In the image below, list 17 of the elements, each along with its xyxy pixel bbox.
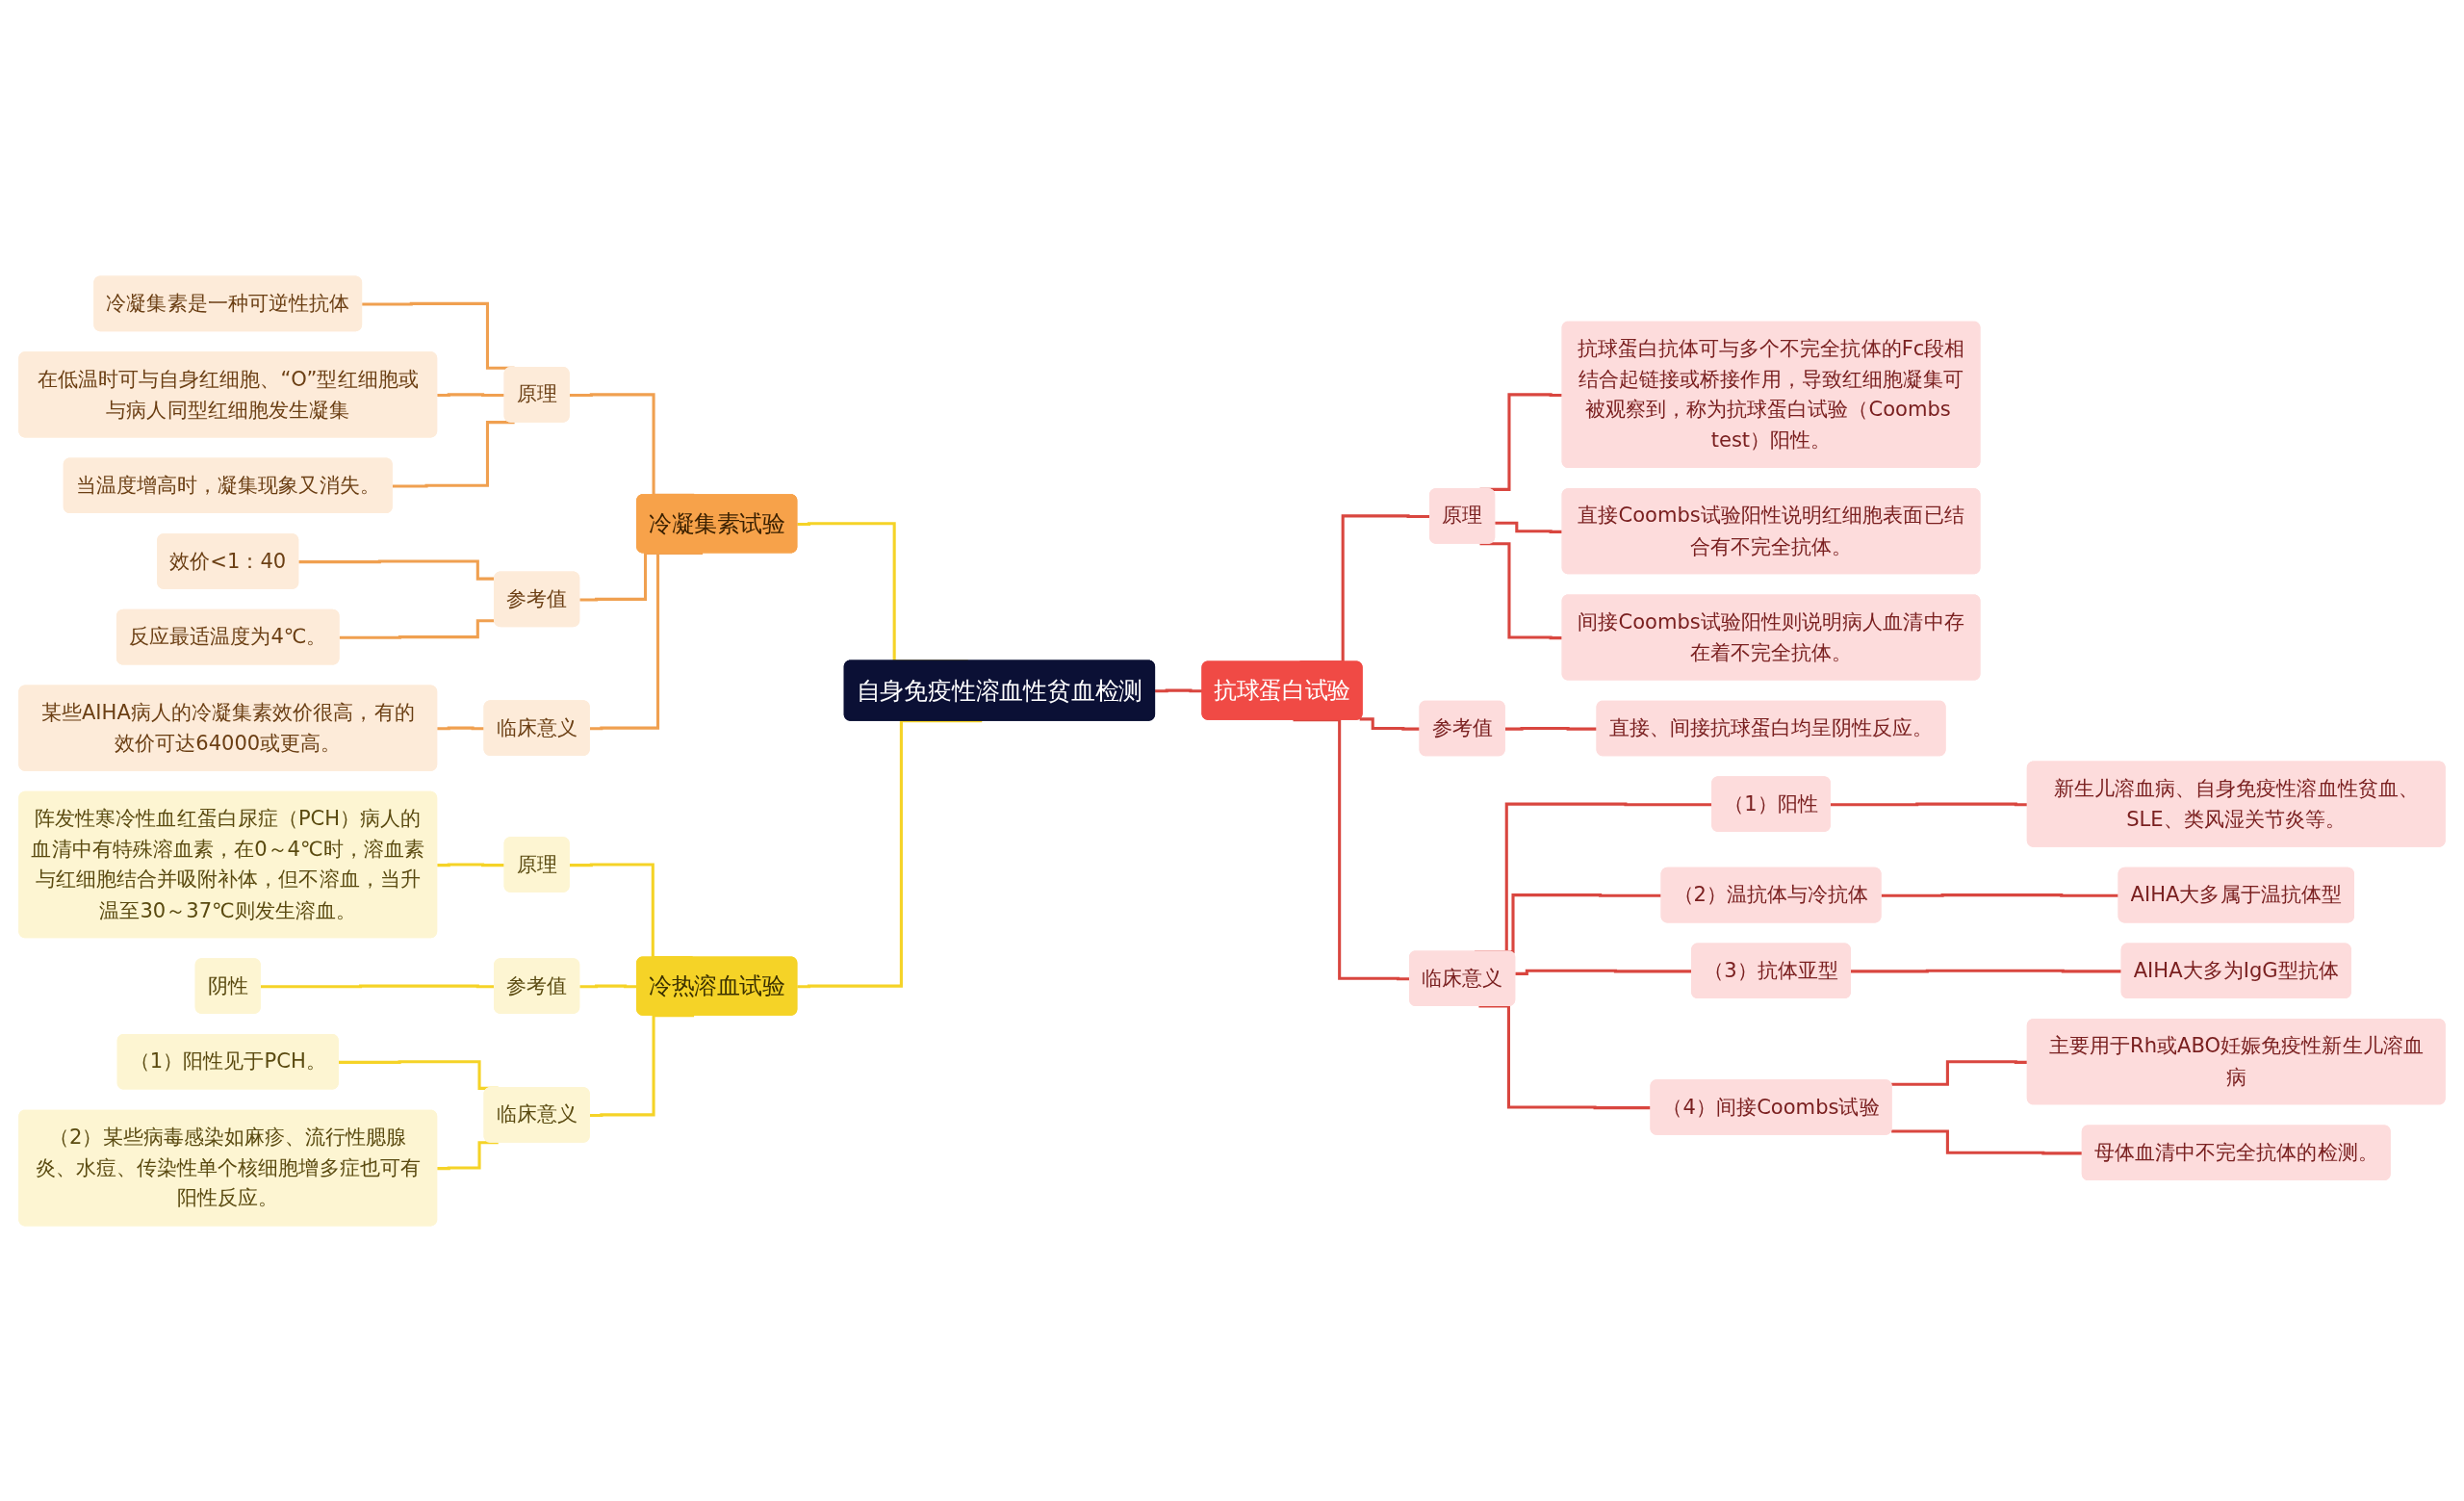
connector [797,718,983,988]
connector [1850,969,2122,972]
connector [437,862,505,867]
connector [1478,1003,1652,1109]
connector [339,618,496,639]
connector [1155,688,1203,692]
connector [437,392,505,397]
connector [392,420,515,487]
connector [437,1140,499,1170]
connector [1881,893,2119,897]
connector [1504,726,1598,731]
connector [589,551,704,730]
connector [1479,541,1563,639]
connector [589,1013,695,1117]
connector [437,726,485,730]
connector [1359,716,1421,731]
connector [1495,521,1563,533]
